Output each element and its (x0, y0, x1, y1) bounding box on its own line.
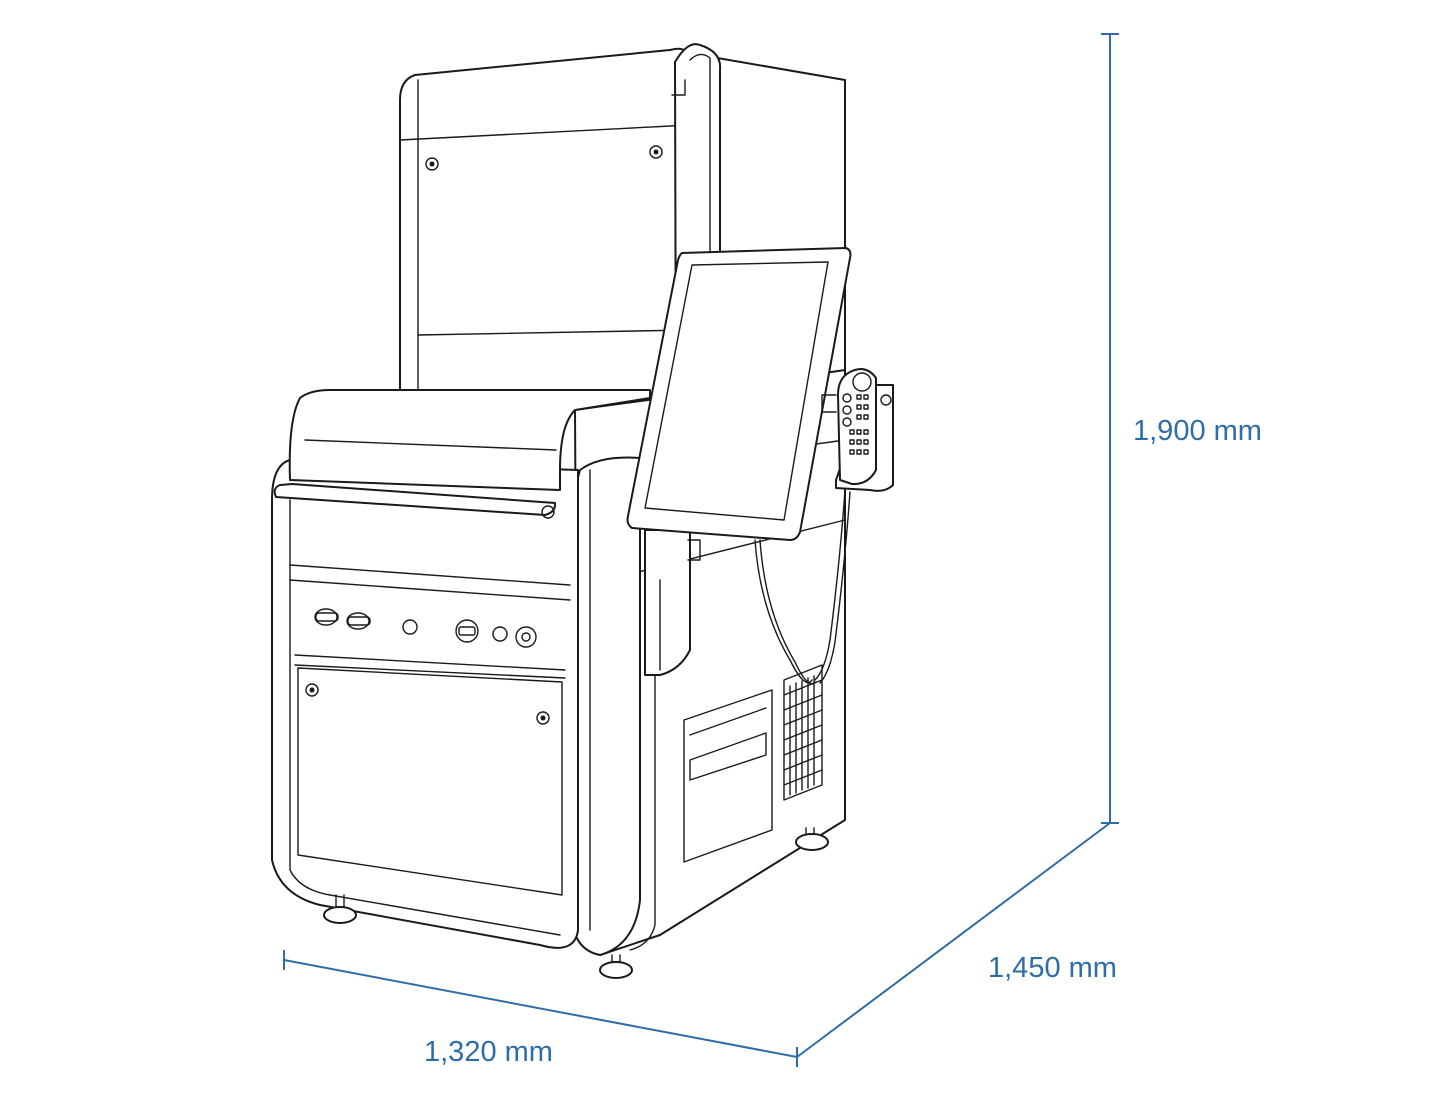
width-dimension: 1,320 mm (283, 950, 798, 1068)
depth-dimension: 1,450 mm (796, 822, 1117, 1058)
vent-grille (783, 664, 823, 801)
handheld-pendant (821, 368, 894, 492)
touchscreen-display (626, 247, 852, 541)
height-label: 1,900 mm (1133, 415, 1262, 447)
control-knobs (314, 608, 537, 648)
side-hatch (683, 689, 773, 863)
machine-outline (271, 43, 894, 979)
depth-label: 1,450 mm (988, 952, 1117, 984)
leveling-feet (323, 827, 829, 979)
height-dimension: 1,900 mm (1101, 33, 1262, 824)
width-label: 1,320 mm (424, 1036, 553, 1068)
